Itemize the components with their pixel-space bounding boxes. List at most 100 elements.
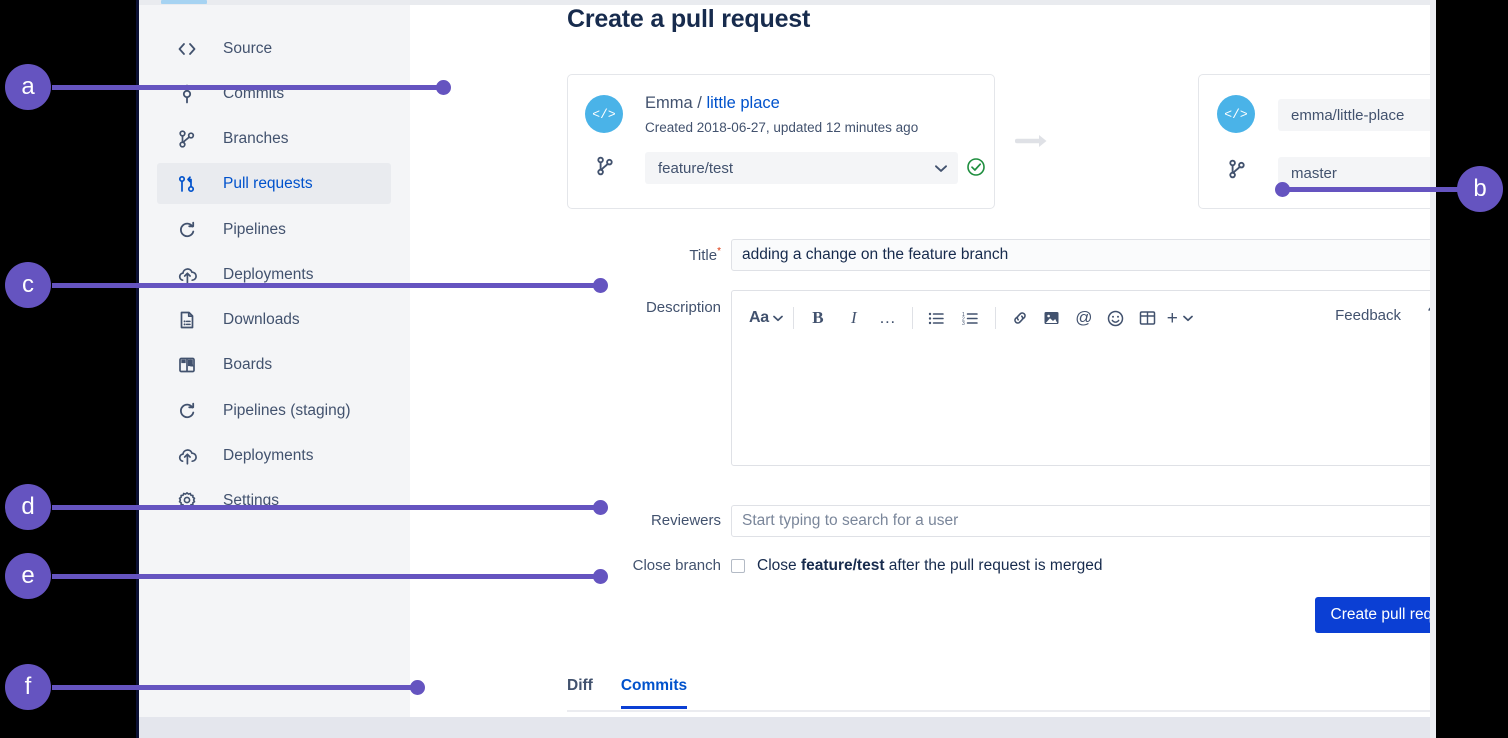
sidebar-item-pipelines[interactable]: Pipelines	[157, 209, 391, 250]
sidebar-item-deployments-2[interactable]: Deployments	[157, 435, 391, 476]
callout-dot-c	[593, 278, 608, 293]
sidebar-item-settings[interactable]: Settings	[157, 480, 391, 521]
callout-dot-e	[593, 569, 608, 584]
mention-icon[interactable]: @	[1075, 308, 1093, 327]
callout-bubble-b: b	[1457, 166, 1503, 212]
repo-owner: Emma	[645, 94, 693, 112]
emoji-icon[interactable]	[1102, 303, 1130, 333]
tab-commits[interactable]: Commits	[620, 677, 688, 709]
branch-selection-area: </> Emma / little place Created 2018-06-…	[567, 74, 1433, 209]
sidebar-item-branches[interactable]: Branches	[157, 118, 391, 159]
bullet-list-icon[interactable]	[923, 303, 951, 333]
chevron-down-icon	[935, 160, 947, 177]
sidebar-item-downloads[interactable]: Downloads	[157, 299, 391, 340]
downloads-icon	[177, 310, 203, 330]
branches-icon	[594, 155, 616, 177]
sidebar-item-pull-requests[interactable]: Pull requests	[157, 163, 391, 204]
source-branch-select[interactable]: feature/test	[645, 152, 958, 184]
sidebar-item-commits[interactable]: Commits	[157, 73, 391, 114]
callout-line-c	[52, 283, 602, 288]
reviewers-label: Reviewers	[650, 512, 721, 529]
window-bottom-strip	[136, 717, 1433, 738]
callout-bubble-e: e	[5, 553, 51, 599]
tab-diff[interactable]: Diff	[567, 677, 593, 694]
sidebar-item-label: Source	[223, 39, 273, 57]
close-branch-text-before: Close	[757, 557, 801, 574]
callout-dot-f	[410, 680, 425, 695]
repo-meta: Created 2018-06-27, updated 12 minutes a…	[645, 120, 919, 135]
callout-bubble-c: c	[5, 262, 51, 308]
callout-line-a	[52, 85, 446, 90]
repo-avatar: </>	[585, 95, 623, 133]
callout-bubble-d: d	[5, 484, 51, 530]
repository-sidebar: Source Commits Branches	[136, 5, 410, 717]
svg-text:3: 3	[962, 321, 965, 326]
insert-plus-label: +	[1166, 307, 1178, 329]
sidebar-item-boards[interactable]: Boards	[157, 344, 391, 385]
title-input-value: adding a change on the feature branch	[742, 246, 1009, 263]
sidebar-item-deployments[interactable]: Deployments	[157, 254, 391, 295]
destination-branch-value: master	[1291, 164, 1337, 182]
sidebar-item-label: Downloads	[223, 310, 300, 328]
image-icon[interactable]	[1038, 303, 1066, 333]
close-branch-branch-name: feature/test	[800, 557, 885, 574]
source-repo-line: Emma / little place	[645, 94, 780, 113]
branches-icon	[177, 129, 203, 149]
feedback-link[interactable]: Feedback	[1335, 307, 1401, 324]
source-branch-panel: </> Emma / little place Created 2018-06-…	[567, 74, 995, 209]
repo-avatar: </>	[1217, 95, 1255, 133]
browser-top-strip	[136, 0, 1433, 5]
window-left-border	[136, 0, 139, 738]
toolbar-divider	[911, 307, 913, 329]
sidebar-item-label: Deployments	[223, 265, 314, 283]
callout-bubble-a: a	[5, 64, 51, 110]
pull-request-icon	[177, 174, 203, 194]
destination-branch-select[interactable]: master	[1278, 157, 1433, 189]
table-icon[interactable]	[1134, 303, 1162, 333]
italic-button[interactable]: I	[851, 308, 857, 327]
application-window: Source Commits Branches	[136, 0, 1433, 738]
reviewers-placeholder: Start typing to search for a user	[742, 512, 959, 529]
close-branch-checkbox[interactable]	[731, 559, 745, 573]
tabs-divider	[567, 710, 1433, 712]
title-input[interactable]: adding a change on the feature branch	[731, 239, 1433, 271]
create-pull-request-button[interactable]: Create pull request	[1315, 597, 1433, 633]
pipelines-icon	[177, 220, 203, 240]
callout-line-f	[52, 685, 418, 690]
sidebar-item-pipelines-staging[interactable]: Pipelines (staging)	[157, 390, 391, 431]
link-icon[interactable]	[1006, 303, 1034, 333]
active-tab-indicator	[161, 0, 207, 4]
close-branch-label: Close branch	[632, 557, 721, 574]
callout-dot-b	[1275, 182, 1290, 197]
sidebar-item-source[interactable]: Source	[157, 28, 391, 69]
destination-repo-select[interactable]: emma/little-place	[1278, 99, 1433, 131]
text-style-button[interactable]: Aa	[749, 303, 783, 333]
code-icon	[177, 39, 203, 59]
callout-line-e	[52, 574, 602, 579]
code-glyph: </>	[592, 106, 616, 122]
diff-commits-tabs: Diff Commits	[567, 677, 688, 712]
callout-bubble-f: f	[5, 664, 51, 710]
code-glyph: </>	[1224, 106, 1248, 122]
source-status-valid-icon	[966, 157, 986, 177]
callout-dot-d	[593, 500, 608, 515]
pipelines-icon	[177, 401, 203, 421]
svg-text:1: 1	[962, 311, 965, 317]
destination-repo-value: emma/little-place	[1291, 106, 1405, 124]
close-branch-row: Close feature/test after the pull reques…	[731, 554, 1433, 578]
sidebar-item-label: Pipelines (staging)	[223, 401, 351, 419]
bold-button[interactable]: B	[812, 308, 824, 327]
toolbar-divider	[994, 307, 996, 329]
reviewers-input[interactable]: Start typing to search for a user	[731, 505, 1433, 537]
repo-link[interactable]: little place	[706, 94, 780, 112]
callout-line-d	[52, 505, 602, 510]
text-style-label: Aa	[749, 309, 769, 326]
insert-button[interactable]: +	[1166, 303, 1194, 333]
repo-separator: /	[692, 94, 707, 112]
deployments-icon	[177, 265, 203, 285]
more-formatting-button[interactable]: …	[878, 307, 897, 327]
